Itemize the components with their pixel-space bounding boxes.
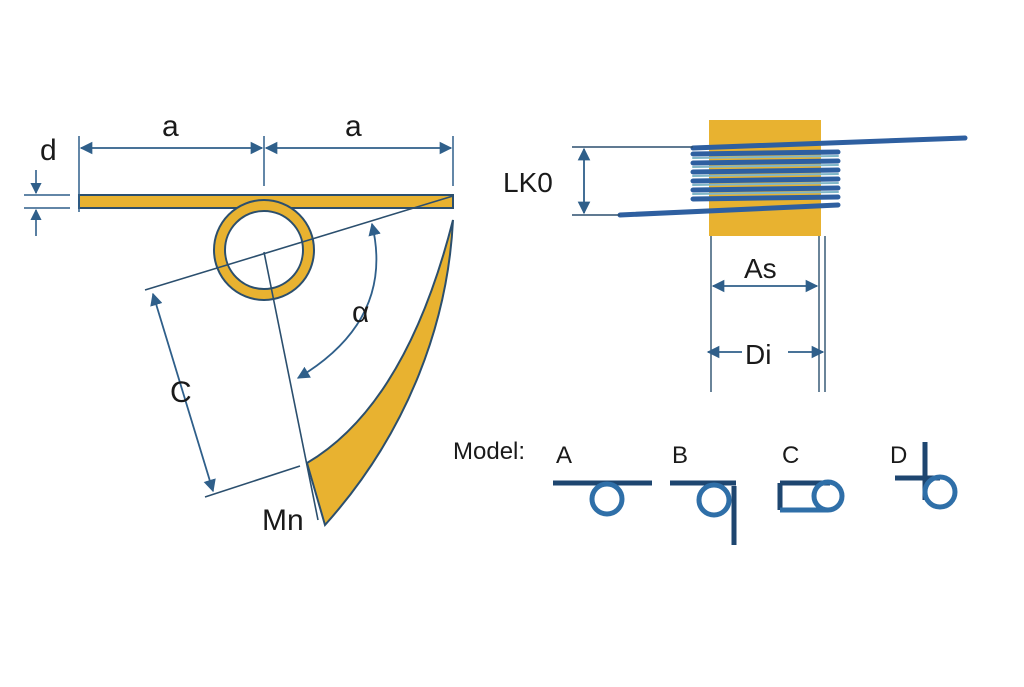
model-b: B	[670, 442, 737, 545]
model-c: C	[777, 442, 845, 513]
model-b-label: B	[672, 442, 688, 469]
spring-coil-hole	[224, 210, 304, 290]
label-model: Model:	[453, 438, 525, 465]
model-d: D	[890, 442, 958, 510]
c-extension-line	[204, 465, 301, 498]
label-c: C	[170, 376, 192, 409]
leg-axis-line	[263, 251, 319, 521]
label-mn: Mn	[262, 504, 304, 537]
model-c-label: C	[782, 442, 799, 469]
coil-top-leg	[690, 135, 968, 151]
label-alpha: α	[352, 296, 369, 329]
coil-view: LK0 As Di	[503, 120, 968, 392]
model-d-label: D	[890, 442, 907, 469]
model-a-label: A	[556, 442, 572, 469]
label-a-left: a	[162, 110, 179, 143]
model-a: A	[553, 442, 652, 517]
side-view: d a a α C Mn	[24, 110, 454, 537]
models-section: Model: A B C D	[453, 438, 958, 545]
label-a-right: a	[345, 110, 362, 143]
label-di: Di	[745, 339, 771, 370]
spring-deflected-leg	[305, 219, 454, 528]
dim-c	[150, 292, 216, 493]
label-lk0: LK0	[503, 167, 553, 198]
coil-bottom-leg	[617, 202, 841, 218]
label-as: As	[744, 253, 777, 284]
label-d: d	[40, 134, 57, 167]
alpha-arc	[296, 222, 381, 379]
coil-windings	[690, 149, 841, 202]
